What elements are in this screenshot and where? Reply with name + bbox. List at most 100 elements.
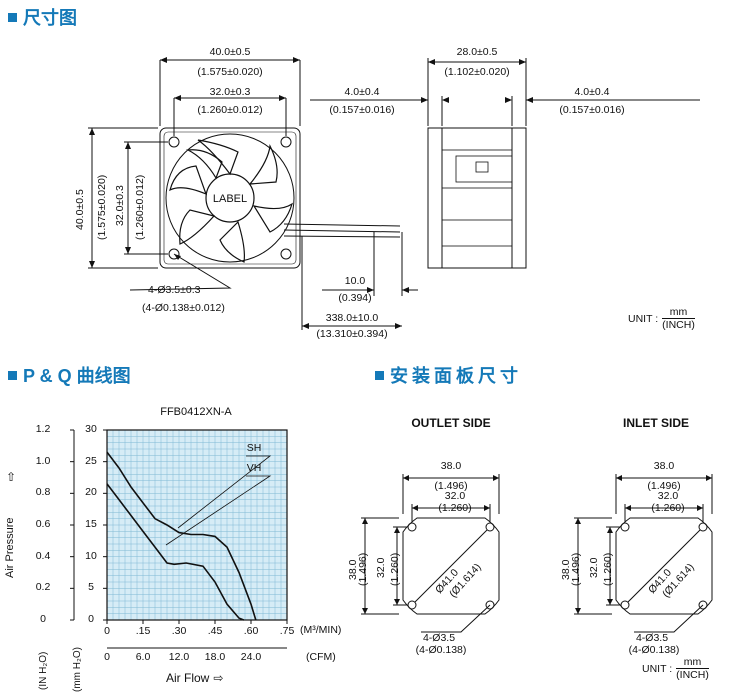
pq-section-header: P & Q 曲线图 (8, 362, 131, 388)
y-tick-label-inch: 1.0 (35, 454, 51, 467)
inlet-arrows (575, 475, 712, 614)
front-hole-spacing-label: 32.0±0.3 (209, 86, 251, 98)
outlet-height-inch-label: (1.496) (357, 552, 369, 586)
arrow-head (575, 518, 581, 524)
inlet-width-label: 38.0 (653, 460, 675, 472)
y-tick-label-inch: 0.6 (35, 518, 51, 530)
sh-curve (106, 451, 257, 621)
arrow-head (484, 505, 490, 511)
y-tick-label-mm: 5 (88, 581, 94, 594)
outlet-mount-hole (485, 600, 495, 610)
outlet-mount-hole (485, 522, 495, 532)
inlet-mount-hole (698, 600, 708, 610)
y-tick-label-mm: 25 (85, 454, 97, 467)
unit-denominator: (INCH) (676, 669, 709, 681)
x-axis-label-wrap: Air Flow ⇨ (166, 671, 223, 685)
outlet-vhole-inch-label: (1.260) (389, 552, 401, 586)
y-tick-label-inch: 0 (40, 613, 46, 625)
x-tick-label-bottom: 18.0 (204, 651, 226, 663)
unit-numerator: mm (669, 306, 688, 318)
unit-legend-top: UNIT : mm (INCH) (628, 306, 695, 331)
outlet-mount-hole (407, 522, 417, 532)
outlet-side-title: OUTLET SIDE (411, 416, 491, 430)
inlet-hole-spacing-inch-label: (1.260) (651, 502, 685, 514)
hole-leader (421, 604, 491, 633)
outlet-panel (361, 474, 500, 633)
front-width-inch-label: (1.575±0.020) (197, 66, 263, 78)
inlet-vhole-label: 32.0 (588, 557, 600, 578)
arrow-head (493, 475, 499, 481)
pq-section-title: P & Q 曲线图 (23, 366, 131, 386)
legend-vh-label: VH (246, 462, 262, 474)
x-unit-top: (M³/MIN) (300, 624, 342, 636)
side-depth-inch-label: (1.102±0.020) (444, 66, 510, 78)
arrow-head (607, 527, 613, 533)
strip-length-inch-label: (0.394) (338, 292, 372, 304)
unit-numerator: mm (683, 656, 702, 668)
inlet-mount-hole (620, 600, 630, 610)
arrow-head (625, 505, 631, 511)
outlet-holes-inch-label: (4-Ø0.138) (415, 644, 467, 656)
unit-prefix: UNIT : (642, 662, 673, 675)
legend-sh-label: SH (246, 442, 262, 454)
y-tick-label-mm: 15 (85, 518, 97, 530)
inlet-cutout-outline (615, 517, 713, 615)
bullet-square-icon (8, 12, 17, 22)
y-tick-label-mm: 0 (88, 613, 94, 625)
mount-holes-label: 4-Ø3.5±0.3 (148, 284, 201, 296)
x-tick-label-top: .75 (279, 625, 295, 637)
x-tick-label-top: .60 (243, 625, 259, 637)
arrow-head (607, 599, 613, 605)
inlet-hole-spacing-label: 32.0 (657, 490, 679, 502)
panel-section-header: 安装面板尺寸 (375, 362, 522, 388)
diameter-line (414, 529, 488, 603)
outlet-cutout-outline (402, 517, 500, 615)
chart-title: FFB0412XN-A (160, 406, 232, 418)
right-arrow-icon: ⇨ (213, 671, 224, 685)
y-tick-label-mm: 10 (85, 549, 97, 562)
outlet-arrows (362, 475, 499, 614)
y-tick-label-inch: 0.8 (35, 486, 51, 499)
fan-label-text: LABEL (212, 193, 248, 205)
up-arrow-icon: ⇧ (6, 470, 17, 484)
x-axis-label: Air Flow (166, 671, 210, 685)
outlet-width-inch-label: (1.496) (434, 480, 468, 492)
front-hole-spacing-inch-label: (1.260±0.012) (197, 104, 263, 116)
x-tick-label-bottom: 0 (104, 651, 110, 663)
rib-left-inch-label: (0.157±0.016) (329, 104, 395, 116)
rib-left-label: 4.0±0.4 (344, 86, 380, 98)
arrow-head (362, 608, 368, 614)
hole-leader (634, 604, 704, 633)
mount-holes-inch-label: (4-Ø0.138±0.012) (142, 302, 225, 314)
x-tick-label-top: 0 (104, 625, 110, 637)
x-tick-label-top: .15 (135, 625, 151, 637)
strip-length-label: 10.0 (344, 275, 366, 287)
arrow-head (362, 518, 368, 524)
inlet-vhole-inch-label: (1.260) (602, 552, 614, 586)
x-tick-label-bottom: 24.0 (240, 651, 262, 663)
unit-prefix: UNIT : (628, 312, 659, 325)
outlet-hole-spacing-inch-label: (1.260) (438, 502, 472, 514)
vh-curve (106, 483, 245, 621)
vh-leader (165, 475, 272, 546)
x-tick-label-top: .30 (171, 625, 187, 637)
unit-denominator: (INCH) (662, 319, 695, 331)
inlet-width-inch-label: (1.496) (647, 480, 681, 492)
y-tick-label-inch: 1.2 (35, 423, 51, 435)
panel-section-title: 安装面板尺寸 (390, 366, 522, 386)
inlet-holes-inch-label: (4-Ø0.138) (628, 644, 680, 656)
y-tick-label-mm: 20 (85, 486, 97, 499)
arrow-head (403, 475, 409, 481)
x-unit-bottom: (CFM) (306, 651, 336, 663)
front-width-label: 40.0±0.5 (209, 46, 251, 58)
side-depth-label: 28.0±0.5 (456, 46, 498, 58)
inlet-height-inch-label: (1.496) (570, 552, 582, 586)
x-tick-label-bottom: 6.0 (135, 651, 151, 663)
x-tick-label-bottom: 12.0 (168, 651, 190, 663)
outlet-mount-hole (407, 600, 417, 610)
lead-length-inch-label: (13.310±0.394) (316, 328, 388, 340)
outlet-vhole-label: 32.0 (375, 557, 387, 578)
